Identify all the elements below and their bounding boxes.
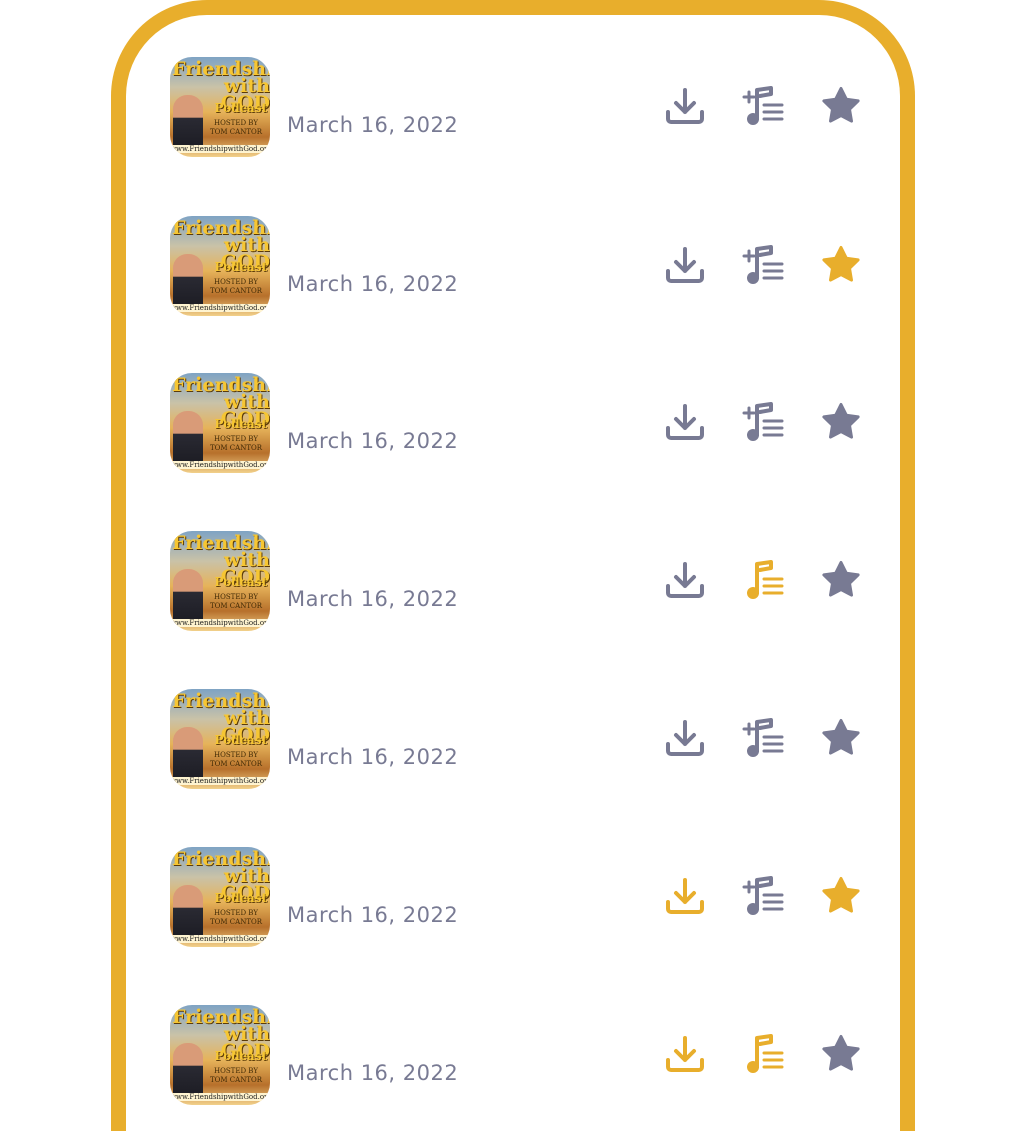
list-item[interactable]: Friendshipwith GOD Podcast HOSTED BYTOM … (170, 373, 870, 475)
playlist-added-icon (744, 560, 784, 599)
add-to-playlist-icon (742, 718, 784, 757)
podcast-cover-image: Friendshipwith GOD Podcast HOSTED BYTOM … (170, 373, 270, 473)
list-item[interactable]: Friendshipwith GOD Podcast HOSTED BYTOM … (170, 216, 870, 318)
list-item[interactable]: Friendshipwith GOD Podcast HOSTED BYTOM … (170, 531, 870, 633)
cover-url: www.FriendshipwithGod.org (170, 145, 270, 153)
list-item[interactable]: Friendshipwith GOD Podcast HOSTED BYTOM … (170, 1005, 870, 1107)
favorite-button[interactable] (820, 85, 862, 127)
episode-date: March 16, 2022 (287, 272, 459, 296)
cover-host-photo (173, 411, 203, 467)
cover-host-photo (173, 727, 203, 783)
cover-subtitle: Podcast (214, 575, 267, 589)
add-to-playlist-button[interactable] (742, 85, 784, 127)
remove-from-playlist-button[interactable] (742, 1033, 784, 1075)
favorite-button[interactable] (820, 875, 862, 917)
list-item[interactable]: Friendshipwith GOD Podcast HOSTED BYTOM … (170, 847, 870, 949)
cover-subtitle: Podcast (214, 101, 267, 115)
star-icon (822, 561, 860, 597)
cover-host-photo (173, 1043, 203, 1099)
cover-subtitle: Podcast (214, 891, 267, 905)
star-icon (822, 87, 860, 123)
favorite-button[interactable] (820, 244, 862, 286)
cover-title: Friendshipwith GOD (172, 217, 270, 273)
episode-date: March 16, 2022 (287, 745, 459, 769)
download-icon (666, 247, 704, 283)
episode-date: March 16, 2022 (287, 429, 459, 453)
podcast-cover-image: Friendshipwith GOD Podcast HOSTED BYTOM … (170, 847, 270, 947)
remove-from-playlist-button[interactable] (742, 559, 784, 601)
download-icon (666, 720, 704, 756)
podcast-cover-image: Friendshipwith GOD Podcast HOSTED BYTOM … (170, 57, 270, 157)
download-icon (666, 1036, 704, 1072)
cover-url: www.FriendshipwithGod.org (170, 461, 270, 469)
add-to-playlist-button[interactable] (742, 244, 784, 286)
add-to-playlist-icon (742, 402, 784, 441)
add-to-playlist-button[interactable] (742, 401, 784, 443)
cover-url: www.FriendshipwithGod.org (170, 1093, 270, 1101)
download-button[interactable] (664, 244, 706, 286)
download-button[interactable] (664, 875, 706, 917)
cover-subtitle: Podcast (214, 733, 267, 747)
download-icon (666, 878, 704, 914)
favorite-button[interactable] (820, 401, 862, 443)
cover-subtitle: Podcast (214, 260, 267, 274)
episode-date: March 16, 2022 (287, 903, 459, 927)
podcast-cover-image: Friendshipwith GOD Podcast HOSTED BYTOM … (170, 1005, 270, 1105)
download-button[interactable] (664, 85, 706, 127)
cover-host-photo (173, 254, 203, 310)
podcast-cover-image: Friendshipwith GOD Podcast HOSTED BYTOM … (170, 216, 270, 316)
download-button[interactable] (664, 401, 706, 443)
cover-title: Friendshipwith GOD (172, 1006, 270, 1062)
add-to-playlist-button[interactable] (742, 875, 784, 917)
list-item[interactable]: Friendshipwith GOD Podcast HOSTED BYTOM … (170, 689, 870, 791)
favorite-button[interactable] (820, 559, 862, 601)
cover-url: www.FriendshipwithGod.org (170, 777, 270, 785)
download-button[interactable] (664, 559, 706, 601)
cover-url: www.FriendshipwithGod.org (170, 935, 270, 943)
download-icon (666, 562, 704, 598)
episode-date: March 16, 2022 (287, 1061, 459, 1085)
add-to-playlist-icon (742, 876, 784, 915)
podcast-cover-image: Friendshipwith GOD Podcast HOSTED BYTOM … (170, 689, 270, 789)
podcast-cover-image: Friendshipwith GOD Podcast HOSTED BYTOM … (170, 531, 270, 631)
cover-title: Friendshipwith GOD (172, 848, 270, 904)
cover-title: Friendshipwith GOD (172, 58, 270, 114)
favorite-button[interactable] (820, 717, 862, 759)
download-button[interactable] (664, 717, 706, 759)
cover-host-photo (173, 885, 203, 941)
cover-url: www.FriendshipwithGod.org (170, 619, 270, 627)
cover-subtitle: Podcast (214, 417, 267, 431)
star-icon (822, 246, 860, 282)
download-icon (666, 404, 704, 440)
cover-host-photo (173, 569, 203, 625)
episode-date: March 16, 2022 (287, 587, 459, 611)
add-to-playlist-icon (742, 245, 784, 284)
download-icon (666, 88, 704, 124)
add-to-playlist-icon (742, 86, 784, 125)
star-icon (822, 403, 860, 439)
cover-host-photo (173, 95, 203, 151)
star-icon (822, 719, 860, 755)
download-button[interactable] (664, 1033, 706, 1075)
playlist-added-icon (744, 1034, 784, 1073)
cover-title: Friendshipwith GOD (172, 374, 270, 430)
cover-title: Friendshipwith GOD (172, 690, 270, 746)
episode-date: March 16, 2022 (287, 113, 459, 137)
cover-title: Friendshipwith GOD (172, 532, 270, 588)
star-icon (822, 1035, 860, 1071)
cover-url: www.FriendshipwithGod.org (170, 304, 270, 312)
star-icon (822, 877, 860, 913)
favorite-button[interactable] (820, 1033, 862, 1075)
cover-subtitle: Podcast (214, 1049, 267, 1063)
add-to-playlist-button[interactable] (742, 717, 784, 759)
list-item[interactable]: Friendshipwith GOD Podcast HOSTED BYTOM … (170, 57, 870, 159)
